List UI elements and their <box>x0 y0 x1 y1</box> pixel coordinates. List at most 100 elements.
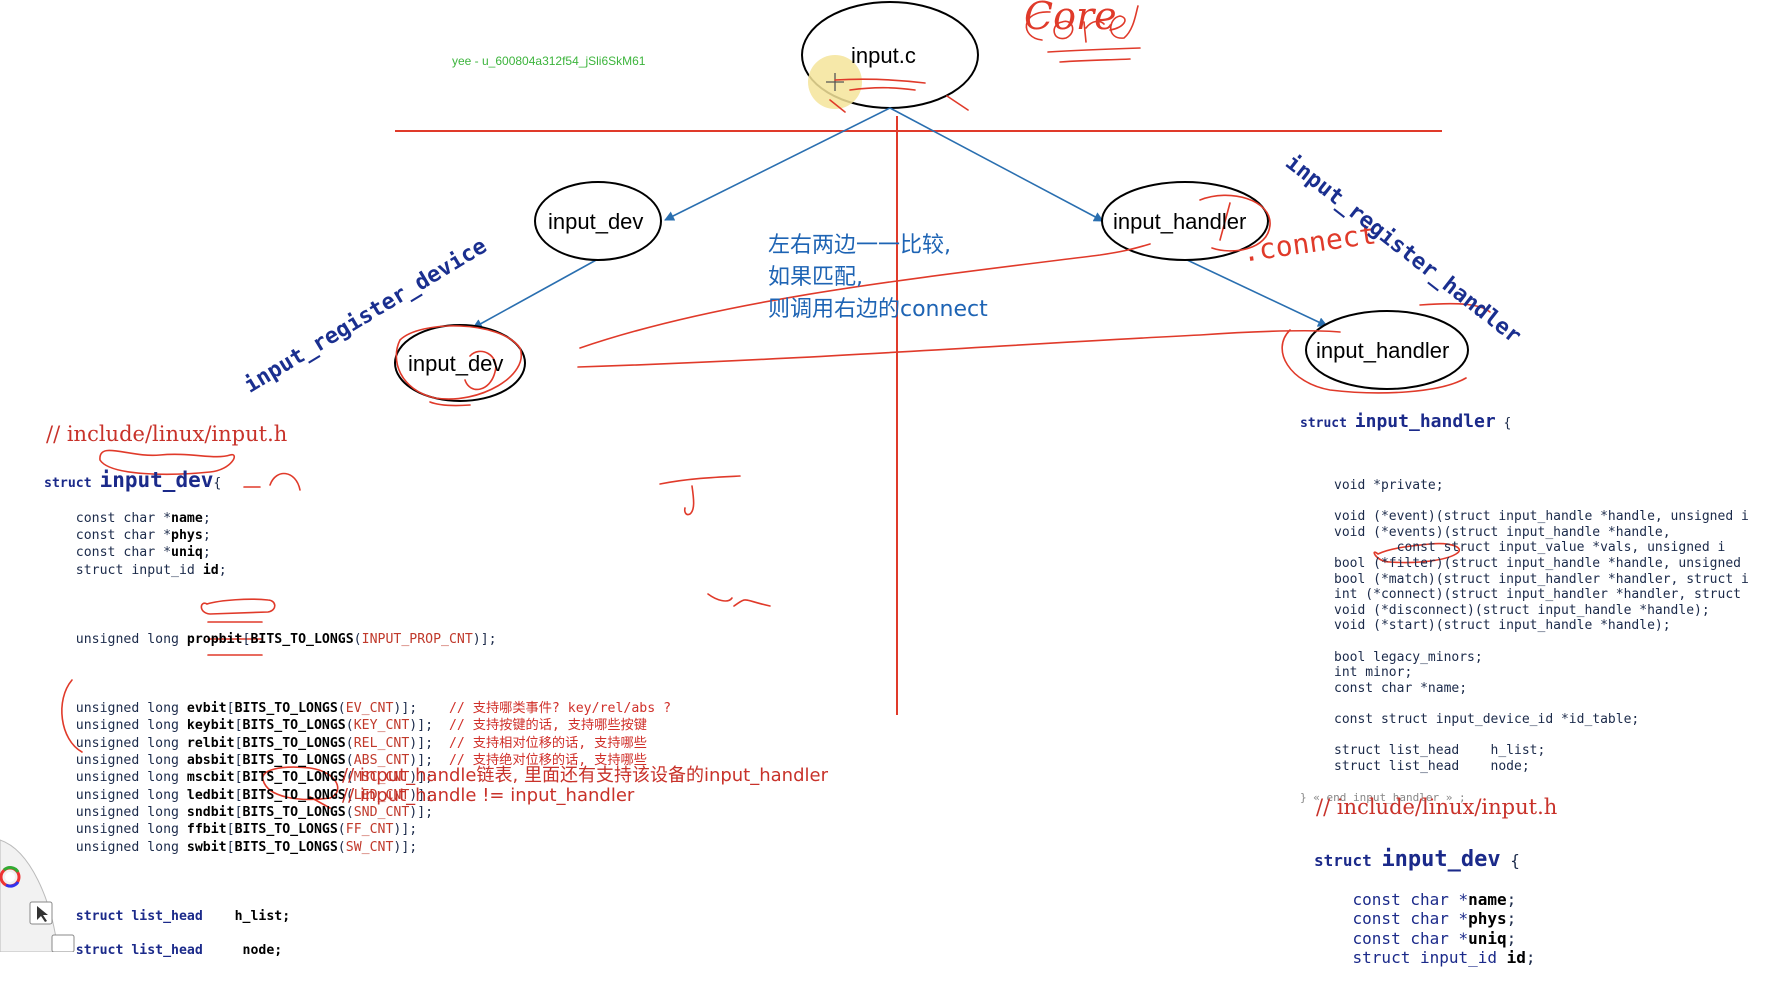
dev-bottom-label: input_dev <box>408 351 504 376</box>
dev2-member-end: ; <box>1506 909 1517 928</box>
bitfield-arg: EV_CNT <box>345 701 394 717</box>
handler-member-line: const char *name; <box>1334 680 1468 696</box>
handler-top-ellipse <box>1101 181 1269 261</box>
handler-member-line <box>1300 727 1749 743</box>
handler-member-line: void (*start)(struct input_handle *handl… <box>1334 618 1671 634</box>
propbit-arg: INPUT_PROP_CNT <box>361 631 473 647</box>
bitfield-name: evbit <box>186 701 227 717</box>
bitfield-line: unsigned long ledbit[BITS_TO_LONGS(LED_C… <box>75 787 434 803</box>
dev2-struct-name: input_dev <box>1381 846 1501 872</box>
core-handwritten-label: Core <box>1024 0 1117 38</box>
propbit-prefix: unsigned long <box>75 631 187 647</box>
bitfield-macro: BITS_TO_LONGS <box>234 701 338 717</box>
dev-top-ellipse <box>534 181 662 261</box>
handler-end-line: } « end input_handler » ; <box>1300 790 1466 804</box>
bitfield-line: unsigned long mscbit[BITS_TO_LONGS(MSC_C… <box>75 770 434 786</box>
arrow-handler-to-handler <box>1184 258 1328 327</box>
struct-name: input_dev <box>99 468 214 493</box>
arrow-dev-to-dev <box>472 258 599 329</box>
node-name: node; <box>242 943 283 959</box>
hlist-type: struct list_head <box>75 908 203 924</box>
left-members: const char *name; const char *phys; cons… <box>44 510 671 579</box>
dev2-member-type: struct input_id <box>1352 948 1507 967</box>
handwritten-marks <box>61 5 1491 809</box>
watermark-text: yee - u_600804a312f54_jSli6SkM61 <box>452 54 646 68</box>
bitfield-macro: BITS_TO_LONGS <box>234 822 338 838</box>
right-include-path: // include/linux/input.h <box>1316 795 1558 819</box>
hlist-line: struct list_head h_list; <box>44 908 671 925</box>
hlist-name: h_list; <box>234 908 291 924</box>
bitfield-line: unsigned long swbit[BITS_TO_LONGS(SW_CNT… <box>75 839 418 855</box>
dev2-member-end: ; <box>1506 928 1517 948</box>
handler-members: void *private;void (*event)(struct input… <box>1300 478 1749 774</box>
dev2-member-name: phys <box>1468 909 1507 928</box>
dev2-member-line: const char *uniq; <box>1314 929 1536 949</box>
dev2-member-line: const char *name; <box>1314 890 1536 910</box>
bitfield-arg: SND_CNT <box>353 804 410 820</box>
bitfield-prefix: unsigned long <box>75 718 187 734</box>
arrow-core-to-handler <box>889 107 1104 222</box>
handler-member-line: struct list_head node; <box>1334 758 1530 774</box>
handler-bottom-label: input_handler <box>1316 338 1450 363</box>
node-type: struct list_head <box>75 943 203 959</box>
member-end: ; <box>202 545 211 561</box>
bitfield-prefix: unsigned long <box>75 787 187 803</box>
member-type: const char * <box>75 545 172 561</box>
bitfield-arg: MSC_CNT <box>353 770 410 786</box>
arrow-core-to-dev <box>664 107 891 221</box>
bitfield-prefix: unsigned long <box>75 735 187 751</box>
member-type: struct input_id <box>75 562 203 578</box>
struct-keyword: struct <box>44 476 92 492</box>
bitfield-name: relbit <box>186 735 235 751</box>
bitfield-line: unsigned long ffbit[BITS_TO_LONGS(FF_CNT… <box>75 822 418 838</box>
dev2-member-type: const char * <box>1352 889 1469 909</box>
propbit-open: [ <box>242 631 251 647</box>
bitfield-prefix: unsigned long <box>75 770 187 786</box>
handler-member-line <box>1300 696 1749 712</box>
bitfield-name: sndbit <box>186 804 235 820</box>
bitfield-arg: LED_CNT <box>353 787 410 803</box>
member-end: ; <box>202 510 211 526</box>
dev2-member-end: ; <box>1506 889 1517 909</box>
bitfield-macro: BITS_TO_LONGS <box>242 804 346 820</box>
diagram-canvas <box>61 1 1491 809</box>
right-struct-input-handler: struct input_handler { void *private;voi… <box>1300 398 1749 821</box>
annotation-line-3: 则调用右边的connect <box>768 297 988 322</box>
hlist-note-2: // input_handle != input_handler <box>342 785 635 806</box>
bitfield-arg: ABS_CNT <box>353 753 410 769</box>
handler-member-line: bool legacy_minors; <box>1334 649 1483 665</box>
bitfield-macro: BITS_TO_LONGS <box>242 718 346 734</box>
right-struct-input-dev: struct input_dev { const char *name; con… <box>1314 830 1536 987</box>
member-end: ; <box>218 562 227 578</box>
propbit-name: propbit <box>186 631 243 647</box>
member-type: const char * <box>75 528 172 544</box>
handler-member-line: void (*events)(struct input_handle *hand… <box>1334 524 1671 540</box>
bitfield-macro: BITS_TO_LONGS <box>234 839 338 855</box>
bitfield-comment: // 支持哪类事件? key/rel/abs ? <box>448 701 672 717</box>
bitfield-macro: BITS_TO_LONGS <box>242 753 346 769</box>
bitfield-arg: SW_CNT <box>345 839 394 855</box>
dev2-members: const char *name; const char *phys; cons… <box>1314 890 1536 968</box>
cursor-icon <box>826 73 844 91</box>
handler-member-line: const struct input_value *vals, unsigned… <box>1334 540 1726 556</box>
handler-struct-name: input_handler <box>1354 410 1496 432</box>
annotation-line-2: 如果匹配, <box>768 265 863 290</box>
dev2-member-end: ; <box>1525 948 1536 967</box>
left-include-path: // include/linux/input.h <box>46 422 288 446</box>
dev2-member-name: uniq <box>1468 928 1507 948</box>
bitfield-prefix: unsigned long <box>75 839 187 855</box>
bitfield-prefix: unsigned long <box>75 701 187 717</box>
bitfield-line: unsigned long evbit[BITS_TO_LONGS(EV_CNT… <box>75 701 672 717</box>
bitfield-name: mscbit <box>186 770 235 786</box>
handler-member-line <box>1300 494 1749 510</box>
node-line: struct list_head node; <box>44 942 671 959</box>
bitfield-comment: // 支持相对位移的话, 支持哪些 <box>448 735 647 751</box>
dev2-member-type: const char * <box>1352 928 1469 948</box>
bitfield-line: unsigned long keybit[BITS_TO_LONGS(KEY_C… <box>75 718 647 734</box>
bitfield-comment: // 支持按键的话, 支持哪些按键 <box>448 718 647 734</box>
handler-struct-keyword: struct <box>1300 415 1347 431</box>
bitfield-name: ledbit <box>186 787 235 803</box>
open-brace: { <box>213 476 222 492</box>
member-line: const char *uniq; <box>44 544 671 561</box>
annotation-line-1: 左右两边一一比较, <box>768 233 951 258</box>
